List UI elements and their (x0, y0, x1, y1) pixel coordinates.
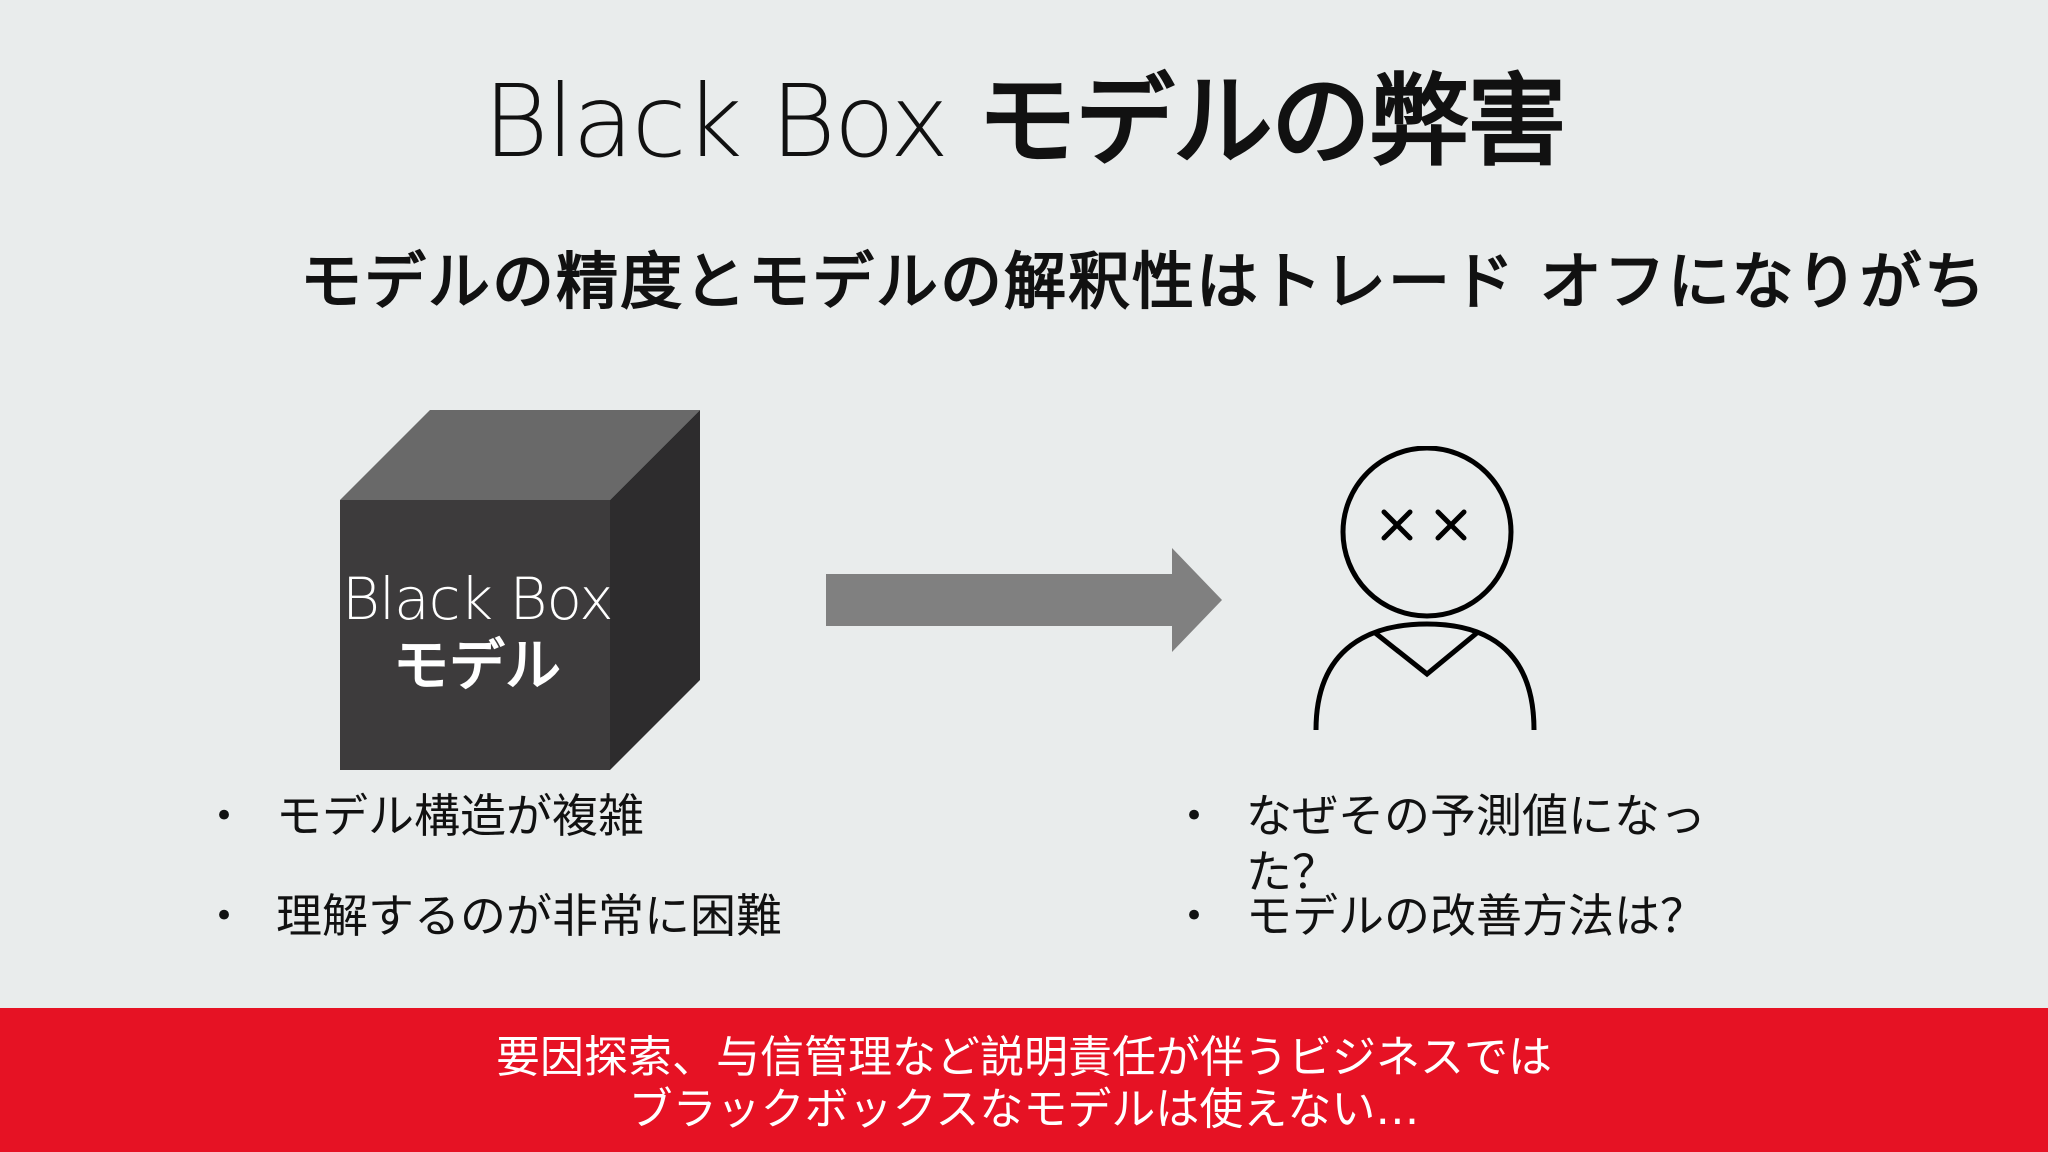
cube-side-face (610, 410, 700, 770)
person-body (1313, 621, 1537, 731)
cube-top-face (340, 410, 700, 500)
right-bullet-list: なぜその予測値になった？ モデルの改善方法は？ (1184, 788, 1764, 944)
title-part-2: モデルの弊害 (976, 63, 1567, 180)
x-eyes-icon (1381, 509, 1467, 541)
person-head (1340, 446, 1514, 619)
conclusion-banner: 要因探索、与信管理など説明責任が伴うビジネスでは ブラックボックスなモデルは使え… (0, 1008, 2048, 1152)
list-item: モデルの改善方法は？ (1184, 888, 1764, 944)
black-box-cube-icon (340, 410, 700, 770)
page-title: Black Box モデルの弊害 (0, 62, 2048, 182)
cube-label-line-1: Black Box (342, 565, 614, 633)
right-arrow-icon (826, 548, 1222, 652)
list-item: モデル構造が複雑 (214, 788, 934, 844)
banner-line-2: ブラックボックスなモデルは使えない… (628, 1084, 1420, 1135)
person-collar (1372, 630, 1480, 678)
confused-person-icon (1313, 446, 1537, 731)
left-bullet-list: モデル構造が複雑 理解するのが非常に困難 (214, 788, 934, 988)
subtitle: モデルの精度とモデルの解釈性はトレード オフになりがち (300, 245, 1988, 318)
banner-line-1: 要因探索、与信管理など説明責任が伴うビジネスでは (496, 1032, 1552, 1083)
cube-front-face (340, 500, 610, 770)
list-item: 理解するのが非常に困難 (214, 888, 934, 944)
title-part-1: Black Box (483, 63, 977, 180)
list-item: なぜその予測値になった？ (1184, 788, 1764, 899)
cube-label: Black Box モデル (342, 565, 614, 701)
cube-label-line-2: モデル (393, 634, 561, 699)
